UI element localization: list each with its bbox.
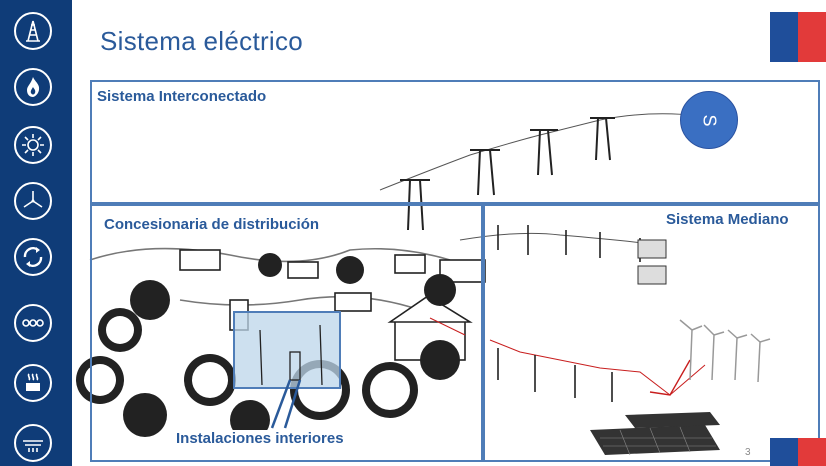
medium-system-label: Sistema Mediano (666, 211, 789, 228)
system-s-label: S (699, 113, 720, 127)
geothermal-icon[interactable] (14, 364, 52, 402)
sidebar (0, 0, 72, 466)
sea-waves-icon[interactable] (14, 304, 52, 342)
recycle-icon[interactable] (14, 238, 52, 276)
interconnected-system-box (90, 80, 820, 204)
footer-flag-red (798, 438, 826, 466)
footer-flag-blue (770, 438, 798, 466)
system-s-circle: S (680, 91, 738, 149)
wind-turbine-icon[interactable] (14, 182, 52, 220)
flame-icon[interactable] (14, 68, 52, 106)
flag-blue-stripe (770, 12, 798, 62)
page-title: Sistema eléctrico (100, 26, 304, 56)
interconnected-system-label: Sistema Interconectado (97, 88, 267, 105)
distribution-company-label: Concesionaria de distribución (104, 216, 320, 233)
oil-derrick-icon[interactable] (14, 12, 52, 50)
power-lines-icon[interactable] (14, 424, 52, 462)
sun-icon[interactable] (14, 126, 52, 164)
flag-red-stripe (798, 12, 826, 62)
interior-installations-label: Instalaciones interiores (176, 430, 344, 447)
medium-system-box (483, 204, 820, 462)
page-number: 3 (745, 447, 751, 458)
distribution-company-box (90, 204, 483, 462)
